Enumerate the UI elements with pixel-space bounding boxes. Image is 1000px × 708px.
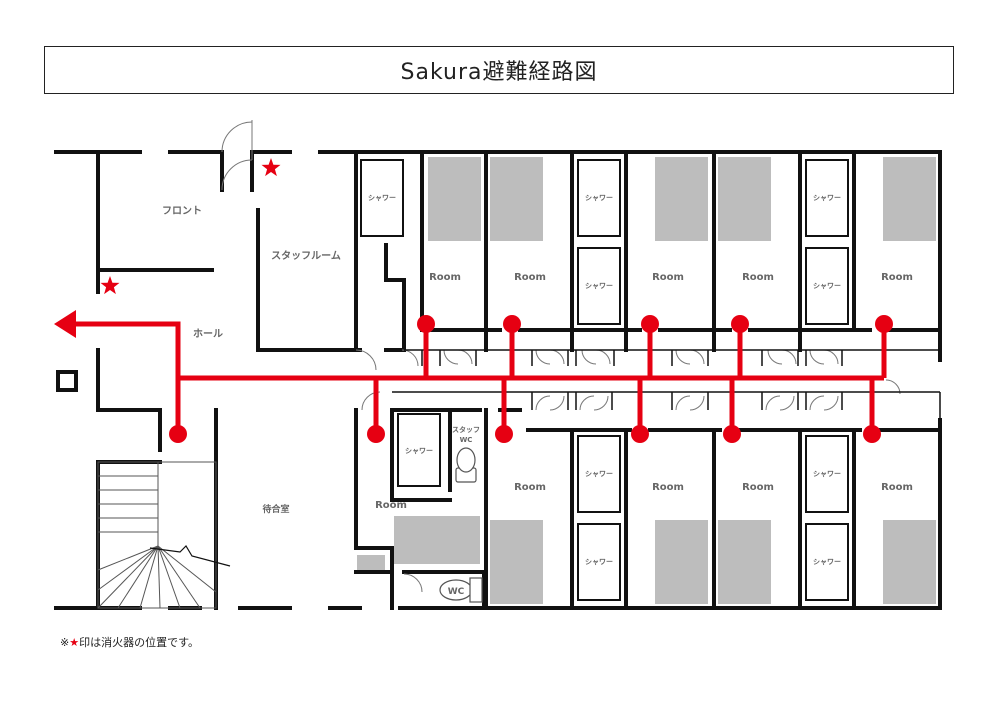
label-room: Room [881,272,913,283]
label-room: Room [742,272,774,283]
label-shower: シャワー [405,447,433,455]
star-icon: ★ [69,636,80,649]
label-wc: WC [448,587,465,597]
title-box: Sakura避難経路図 [44,46,954,94]
corridor-partitions [392,349,941,420]
label-room: Room [429,272,461,283]
label-shower: シャワー [368,194,396,202]
footnote: ※★印は消火器の位置です。 [60,634,199,650]
shower-boxes [360,159,849,601]
label-room: Room [652,482,684,493]
wc-sign [439,577,483,603]
label-room: Room [652,272,684,283]
label-hall: ホール [193,328,223,340]
label-room: Room [375,500,407,511]
label-room: Room [514,482,546,493]
arrow-left-icon [54,310,76,338]
walls [54,150,942,610]
star-icon [261,158,281,177]
footnote-text: 印は消火器の位置です。 [79,636,199,649]
page-title: Sakura避難経路図 [400,60,598,85]
label-staff-wc-1: スタッフ [452,425,480,434]
label-front: フロント [162,205,202,217]
label-shower: シャワー [585,282,613,290]
label-room: Room [881,482,913,493]
label-shower: シャワー [813,470,841,478]
star-icon [100,276,120,295]
staircase [97,461,231,609]
pillar-marker [56,370,78,392]
label-shower: シャワー [813,194,841,202]
room-labels: フロント スタッフルーム ホール 待合室 シャワー シャワー シャワー シャワー… [162,194,913,597]
evacuation-route [72,321,887,434]
label-staff-room: スタッフルーム [271,250,341,262]
toilet-icon [455,447,477,483]
label-staff-wc-2: WC [460,436,473,444]
label-waiting-room: 待合室 [262,503,289,515]
bed-blocks [357,157,936,604]
label-room: Room [514,272,546,283]
extinguisher-markers [100,158,281,295]
label-shower: シャワー [813,282,841,290]
route-points [169,315,893,443]
label-room: Room [742,482,774,493]
label-shower: シャワー [585,558,613,566]
label-shower: シャワー [585,470,613,478]
label-shower: シャワー [813,558,841,566]
footnote-prefix: ※ [60,636,70,649]
label-shower: シャワー [585,194,613,202]
